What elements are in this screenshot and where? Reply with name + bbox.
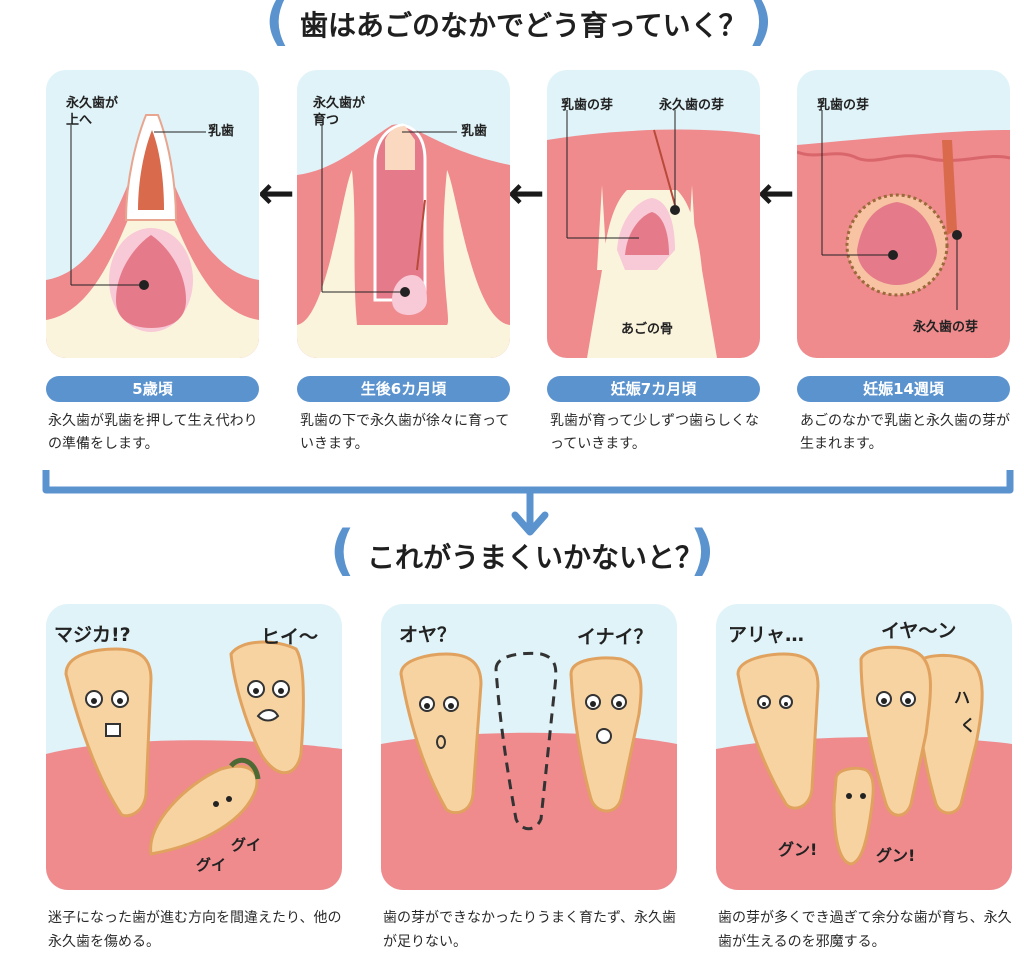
problem-desc-misdirected: 迷子になった歯が進む方向を間違えたり、他の永久歯を傷める。 bbox=[48, 910, 342, 950]
speech-arya: アリャ… bbox=[728, 624, 805, 646]
title2-right-paren: ) bbox=[690, 519, 715, 582]
problem-panel-extra: アリャ… イヤ～ン ハ く グン! グン! bbox=[716, 604, 1012, 890]
top-title: 歯はあごのなかでどう育っていく？ bbox=[300, 9, 747, 42]
stage-panel-14weeks-pregnancy: 乳歯の芽 永久歯の芽 bbox=[797, 70, 1010, 358]
stage-illustration-5yrs bbox=[46, 114, 259, 358]
problem-illustration-misdirected bbox=[46, 640, 342, 890]
problem-panel-missing: オヤ？ イナイ？ bbox=[381, 604, 677, 890]
speech-hii: ヒイ～ bbox=[261, 626, 319, 648]
stage-desc-7months: 乳歯が育って少しずつ歯らしくなっていきます。 bbox=[550, 413, 760, 452]
stage-badge-6months: 生後6カ月頃 bbox=[297, 376, 510, 402]
label-baby-tooth: 乳歯 bbox=[461, 124, 488, 139]
stage-panel-5yrs: 永久歯が 上へ 乳歯 bbox=[46, 70, 259, 358]
arrow-left-icon: ← bbox=[508, 168, 545, 219]
speech-gui: グイ bbox=[231, 836, 262, 854]
label-permanent-up-b: 上へ bbox=[66, 113, 93, 128]
label-baby-bud: 乳歯の芽 bbox=[561, 98, 614, 113]
problem-panel-misdirected: マジカ!? ヒイ～ グイ グイ bbox=[46, 604, 342, 890]
speech-gun: グン! bbox=[876, 846, 916, 865]
label-permanent-grow-a: 永久歯が bbox=[313, 96, 366, 111]
stage-desc-5yrs: 永久歯が乳歯を押して生え代わりの準備をします。 bbox=[48, 413, 258, 452]
speech-ha: ハ bbox=[954, 688, 971, 707]
stage-panel-7months-pregnancy: 乳歯の芽 永久歯の芽 あごの骨 bbox=[547, 70, 760, 358]
speech-oya: オヤ？ bbox=[399, 624, 457, 646]
problem-desc-extra: 歯の芽が多くでき過ぎて余分な歯が育ち、永久歯が生えるのを邪魔する。 bbox=[718, 910, 1012, 950]
label-jaw-bone: あごの骨 bbox=[621, 322, 674, 337]
label-baby-tooth: 乳歯 bbox=[208, 124, 235, 139]
stage-badge-5yrs: 5歳頃 bbox=[46, 376, 259, 402]
arrow-left-icon: ← bbox=[758, 168, 795, 219]
problem-illustration-extra bbox=[716, 645, 1012, 890]
label-permanent-bud: 永久歯の芽 bbox=[913, 320, 979, 335]
stage-badge-14weeks: 妊娠14週頃 bbox=[797, 376, 1010, 402]
speech-gun: グン! bbox=[778, 840, 818, 859]
speech-iyan: イヤ～ン bbox=[881, 620, 957, 642]
bottom-title: これがうまくいかないと？ bbox=[367, 541, 704, 574]
speech-gui: グイ bbox=[196, 856, 227, 874]
title2-left-paren: ( bbox=[330, 519, 355, 582]
stage-illustration-6months bbox=[297, 123, 510, 358]
title-right-paren: ) bbox=[748, 0, 773, 52]
stage-desc-6months: 乳歯の下で永久歯が徐々に育っていきます。 bbox=[300, 413, 510, 452]
stage-desc-14weeks: あごのなかで乳歯と永久歯の芽が生まれます。 bbox=[800, 413, 1010, 452]
problem-desc-missing: 歯の芽ができなかったりうまく育たず、永久歯が足りない。 bbox=[383, 910, 677, 950]
stage-badge-7months: 妊娠7カ月頃 bbox=[547, 376, 760, 402]
title-left-paren: ( bbox=[265, 0, 290, 52]
stage-illustration-14weeks bbox=[797, 110, 1010, 358]
label-permanent-bud: 永久歯の芽 bbox=[659, 98, 725, 113]
label-baby-bud: 乳歯の芽 bbox=[817, 98, 870, 113]
stage-illustration-7months bbox=[547, 110, 760, 358]
label-permanent-up-a: 永久歯が bbox=[66, 96, 119, 111]
stage-panel-6months: 永久歯が 育つ 乳歯 bbox=[297, 70, 510, 358]
problem-illustration-missing bbox=[381, 651, 677, 890]
speech-inai: イナイ？ bbox=[577, 626, 653, 648]
bracket-connector bbox=[42, 470, 1014, 536]
arrow-left-icon: ← bbox=[258, 168, 295, 219]
label-permanent-grow-b: 育つ bbox=[313, 113, 340, 128]
speech-ku: く bbox=[960, 716, 977, 735]
speech-majika: マジカ!? bbox=[54, 624, 131, 646]
